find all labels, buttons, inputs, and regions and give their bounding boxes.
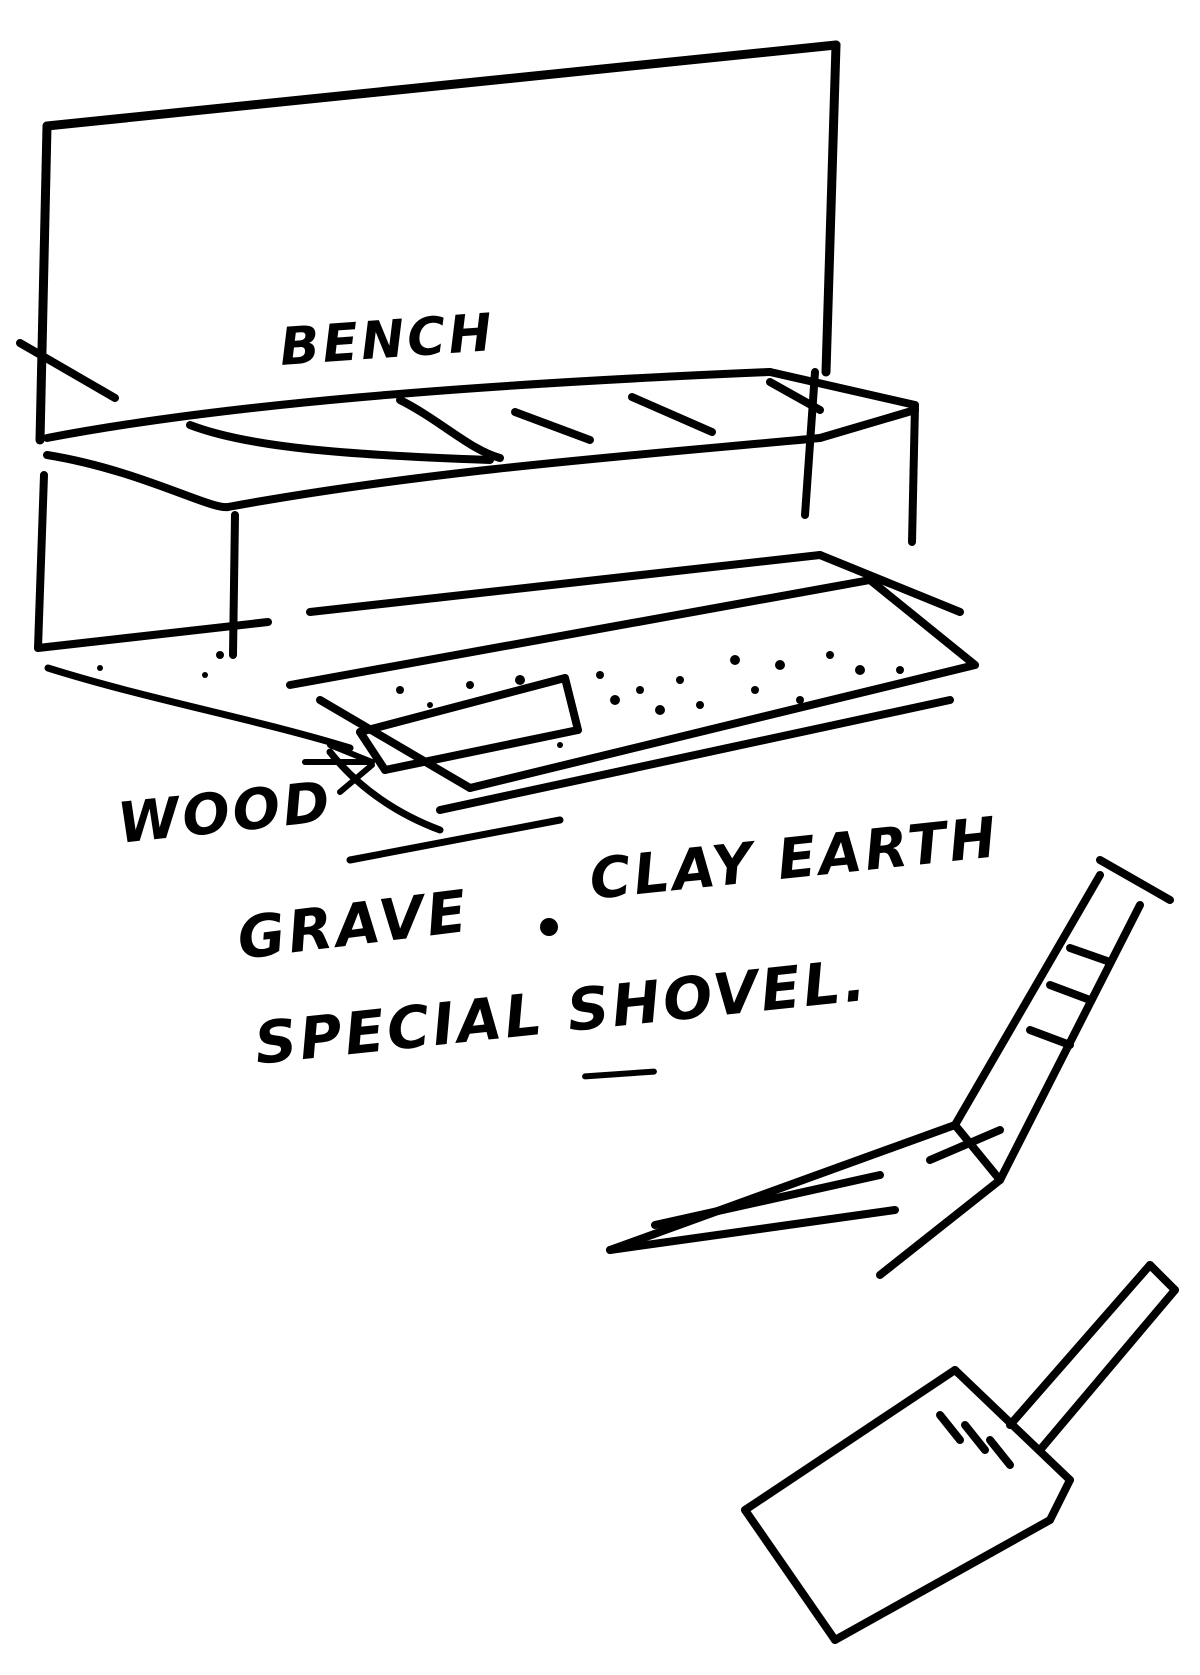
bench-seat xyxy=(16,339,919,546)
grave-outline xyxy=(286,576,979,814)
shovel-front-view-icon xyxy=(741,1261,1179,1644)
clay-earth-dots xyxy=(97,651,904,748)
bullet-dot-icon xyxy=(540,918,558,936)
bench-backrest xyxy=(35,40,841,445)
wood-pointer-arrow xyxy=(302,742,375,795)
bench-front xyxy=(34,471,964,659)
shovel-side-view-icon xyxy=(606,856,1174,1279)
